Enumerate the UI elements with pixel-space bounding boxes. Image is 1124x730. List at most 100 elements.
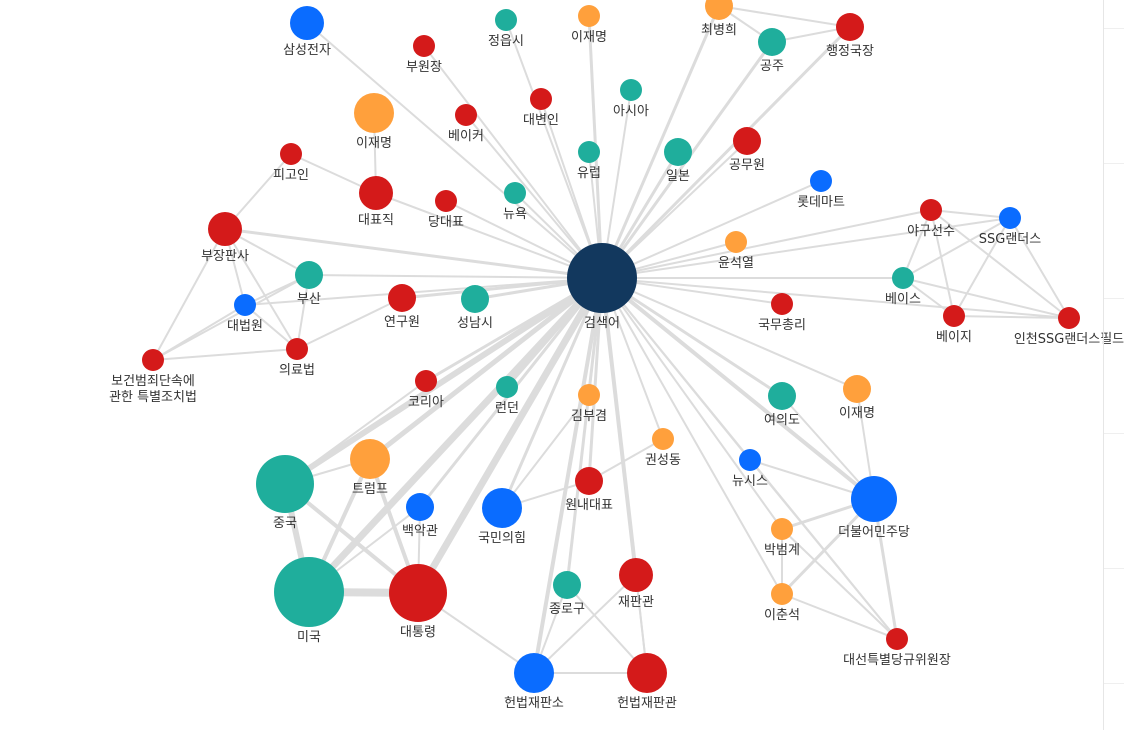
- node-ljm_right[interactable]: 이재명: [839, 375, 875, 421]
- node-circle[interactable]: [705, 0, 733, 20]
- node-jongno[interactable]: 종로구: [549, 571, 585, 617]
- node-circle[interactable]: [256, 455, 314, 513]
- node-lotte[interactable]: 롯데마트: [797, 170, 845, 210]
- node-circle[interactable]: [504, 182, 526, 204]
- node-circle[interactable]: [567, 243, 637, 313]
- node-circle[interactable]: [771, 583, 793, 605]
- node-gongmuwon[interactable]: 공무원: [729, 127, 765, 173]
- node-circle[interactable]: [280, 143, 302, 165]
- node-circle[interactable]: [627, 653, 667, 693]
- node-circle[interactable]: [851, 476, 897, 522]
- node-circle[interactable]: [142, 349, 164, 371]
- node-circle[interactable]: [652, 428, 674, 450]
- node-dangdaepyo[interactable]: 당대표: [428, 190, 464, 230]
- node-yeonguwon[interactable]: 연구원: [384, 284, 420, 330]
- node-circle[interactable]: [771, 293, 793, 315]
- node-ljm_top[interactable]: 이재명: [571, 5, 607, 45]
- node-circle[interactable]: [553, 571, 581, 599]
- node-circle[interactable]: [208, 212, 242, 246]
- node-election[interactable]: 대선특별당규위원장: [843, 628, 951, 668]
- node-circle[interactable]: [359, 176, 393, 210]
- node-asia[interactable]: 아시아: [613, 79, 649, 119]
- node-dpk[interactable]: 더불어민주당: [838, 476, 910, 540]
- node-circle[interactable]: [514, 653, 554, 693]
- node-leechun[interactable]: 이춘석: [764, 583, 800, 623]
- node-circle[interactable]: [943, 305, 965, 327]
- node-korea[interactable]: 코리아: [408, 370, 444, 410]
- node-circle[interactable]: [290, 6, 324, 40]
- node-circle[interactable]: [836, 13, 864, 41]
- node-london[interactable]: 런던: [495, 376, 519, 416]
- node-circle[interactable]: [733, 127, 761, 155]
- node-gwonseong[interactable]: 권성동: [645, 428, 681, 468]
- node-newsis[interactable]: 뉴시스: [732, 449, 768, 489]
- node-circle[interactable]: [620, 79, 642, 101]
- node-circle[interactable]: [578, 141, 600, 163]
- node-circle[interactable]: [482, 488, 522, 528]
- node-president[interactable]: 대통령: [389, 564, 447, 640]
- node-circle[interactable]: [496, 376, 518, 398]
- node-china[interactable]: 중국: [256, 455, 314, 531]
- node-circle[interactable]: [758, 28, 786, 56]
- node-samsung[interactable]: 삼성전자: [283, 6, 331, 58]
- node-hcourt[interactable]: 헌법재판소: [504, 653, 564, 711]
- node-circle[interactable]: [664, 138, 692, 166]
- node-circle[interactable]: [886, 628, 908, 650]
- node-trump[interactable]: 트럼프: [350, 439, 390, 497]
- node-ilbon[interactable]: 일본: [664, 138, 692, 184]
- node-beiji[interactable]: 베이지: [936, 305, 972, 345]
- node-circle[interactable]: [771, 518, 793, 540]
- node-circle[interactable]: [455, 104, 477, 126]
- node-circle[interactable]: [274, 557, 344, 627]
- node-busan[interactable]: 부산: [295, 261, 323, 307]
- node-hjudge[interactable]: 헌법재판관: [617, 653, 677, 711]
- node-circle[interactable]: [415, 370, 437, 392]
- node-circle[interactable]: [810, 170, 832, 192]
- node-pigoin[interactable]: 피고인: [273, 143, 309, 183]
- node-uiryo[interactable]: 의료법: [279, 338, 315, 378]
- node-circle[interactable]: [295, 261, 323, 289]
- node-daebeopwon[interactable]: 대법원: [227, 294, 263, 334]
- node-judge[interactable]: 재판관: [618, 558, 654, 610]
- node-parkbeom[interactable]: 박범계: [764, 518, 800, 558]
- node-yoon[interactable]: 윤석열: [718, 231, 754, 271]
- node-kimbu[interactable]: 김부겸: [571, 384, 607, 424]
- node-seongnam[interactable]: 성남시: [457, 285, 493, 331]
- node-circle[interactable]: [354, 93, 394, 133]
- node-yeouido[interactable]: 여의도: [764, 382, 800, 428]
- node-jeongeup[interactable]: 정읍시: [488, 9, 524, 49]
- node-ssg[interactable]: SSG랜더스: [979, 207, 1041, 247]
- node-circle[interactable]: [768, 382, 796, 410]
- node-bujang[interactable]: 부장판사: [201, 212, 249, 264]
- node-yagu[interactable]: 야구선수: [907, 199, 955, 239]
- node-baekak[interactable]: 백악관: [402, 493, 438, 539]
- node-wonnae[interactable]: 원내대표: [565, 467, 613, 513]
- node-circle[interactable]: [892, 267, 914, 289]
- node-gongju[interactable]: 공주: [758, 28, 786, 74]
- node-yureop[interactable]: 유럽: [577, 141, 601, 181]
- node-circle[interactable]: [530, 88, 552, 110]
- node-choi[interactable]: 최병희: [701, 0, 737, 38]
- node-hub[interactable]: 검색어: [567, 243, 637, 331]
- node-baker[interactable]: 베이커: [448, 104, 484, 144]
- node-circle[interactable]: [575, 467, 603, 495]
- node-nyuyok[interactable]: 뉴욕: [503, 182, 527, 222]
- node-circle[interactable]: [350, 439, 390, 479]
- node-haengjeong[interactable]: 행정국장: [826, 13, 874, 59]
- node-circle[interactable]: [461, 285, 489, 313]
- node-ppp[interactable]: 국민의힘: [478, 488, 526, 546]
- node-gukmu[interactable]: 국무총리: [758, 293, 806, 333]
- node-circle[interactable]: [578, 5, 600, 27]
- node-circle[interactable]: [435, 190, 457, 212]
- node-circle[interactable]: [920, 199, 942, 221]
- node-beiseu[interactable]: 베이스: [885, 267, 921, 307]
- node-circle[interactable]: [413, 35, 435, 57]
- node-circle[interactable]: [619, 558, 653, 592]
- node-circle[interactable]: [578, 384, 600, 406]
- node-circle[interactable]: [739, 449, 761, 471]
- node-ljm_left[interactable]: 이재명: [354, 93, 394, 151]
- node-circle[interactable]: [495, 9, 517, 31]
- node-circle[interactable]: [999, 207, 1021, 229]
- node-usa[interactable]: 미국: [274, 557, 344, 645]
